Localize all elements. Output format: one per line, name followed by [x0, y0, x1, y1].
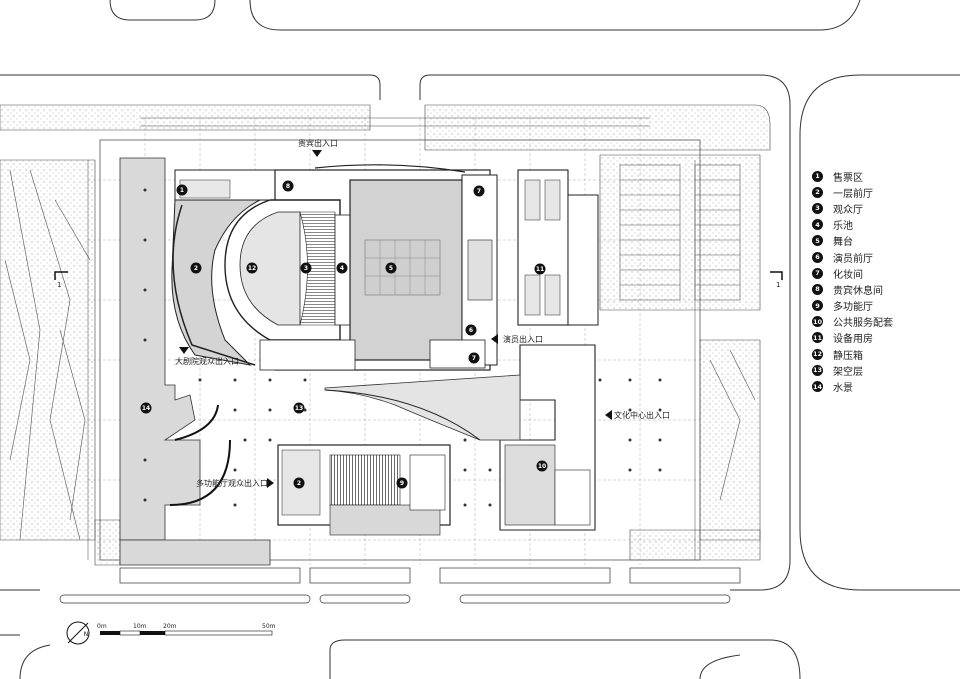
legend-item: 5 舞台	[812, 233, 952, 249]
legend-label: 化妆间	[833, 269, 863, 281]
legend-item: 1 售票区	[812, 168, 952, 184]
legend-label: 架空层	[833, 366, 863, 378]
legend-number-badge: 1	[812, 170, 823, 182]
plaza-curves	[169, 404, 231, 506]
north-label: N	[84, 631, 89, 638]
entrance-arrows	[179, 150, 612, 488]
marker-1: 1	[180, 187, 184, 194]
legend-number-badge: 4	[812, 219, 823, 231]
legend-label: 演员前厅	[833, 253, 873, 265]
legend-label: 水景	[833, 383, 853, 395]
legend-number-badge: 11	[812, 332, 823, 344]
legend-number-badge: 2	[812, 186, 823, 198]
marker-8: 8	[286, 183, 290, 190]
marker-10: 10	[538, 463, 546, 470]
public-service-building	[499, 344, 596, 531]
culture-center-entrance-label: 文化中心出入口	[614, 411, 670, 420]
legend-item: 2 一层前厅	[812, 184, 952, 200]
legend-label: 观众厅	[833, 204, 863, 216]
scale-10: 10m	[133, 623, 147, 630]
marker-2b: 2	[297, 480, 301, 487]
legend-number-badge: 12	[812, 348, 823, 360]
legend-number-badge: 13	[812, 364, 823, 376]
legend-item: 9 多功能厅	[812, 298, 952, 314]
elevated-floor	[324, 374, 521, 441]
foyer-curve	[172, 204, 256, 366]
equipment-building	[517, 169, 599, 326]
performer-entrance-label: 演员出入口	[503, 335, 543, 344]
marker-13: 13	[295, 405, 303, 412]
legend-label: 多功能厅	[833, 302, 873, 314]
bottom-street-blocks	[59, 567, 741, 604]
marker-11: 11	[536, 266, 544, 273]
landscape-paths	[4, 169, 756, 541]
legend-number-badge: 9	[812, 300, 823, 312]
legend-label: 静压箱	[833, 350, 863, 362]
legend-label: 一层前厅	[833, 188, 873, 200]
legend-number-badge: 10	[812, 316, 823, 328]
legend-item: 3 观众厅	[812, 200, 952, 216]
marker-2: 2	[194, 265, 198, 272]
legend-label: 公共服务配套	[833, 318, 893, 330]
marker-3: 3	[304, 265, 308, 272]
legend-item: 6 演员前厅	[812, 249, 952, 265]
legend-number-badge: 6	[812, 251, 823, 263]
marker-7a: 7	[477, 188, 481, 195]
legend-label: 舞台	[833, 237, 853, 249]
legend-number-badge: 7	[812, 267, 823, 279]
legend-item: 11 设备用房	[812, 330, 952, 346]
marker-14: 14	[142, 405, 150, 412]
marker-4: 4	[340, 265, 344, 272]
vip-entrance-label: 贵宾出入口	[298, 139, 338, 148]
marker-9: 9	[400, 480, 404, 487]
legend-number-badge: 5	[812, 235, 823, 247]
marker-12: 12	[248, 265, 256, 272]
legend-item: 12 静压箱	[812, 346, 952, 362]
legend-number-badge: 14	[812, 381, 823, 393]
legend-label: 设备用房	[833, 334, 873, 346]
multi-function-hall	[277, 444, 451, 536]
legend-item: 7 化妆间	[812, 265, 952, 281]
section-markers	[54, 271, 783, 280]
scale-20: 20m	[163, 623, 177, 630]
legend-item: 10 公共服务配套	[812, 314, 952, 330]
plaza-columns	[143, 188, 662, 507]
plan-markers	[140, 180, 548, 489]
legend-label: 乐池	[833, 221, 853, 233]
legend-number-badge: 3	[812, 202, 823, 214]
marker-7b: 7	[472, 355, 476, 362]
dimension-line	[87, 117, 696, 560]
legend-item: 8 贵宾休息间	[812, 281, 952, 297]
multi-hall-audience-entrance-label: 多功能厅观众出入口	[196, 479, 268, 488]
water-feature-platform	[119, 157, 271, 566]
vip-entry-canopy	[314, 164, 466, 173]
plaza-boundary	[99, 139, 701, 561]
marker-5: 5	[389, 265, 393, 272]
marker-6: 6	[469, 327, 473, 334]
scale-0: 0m	[97, 623, 107, 630]
legend-item: 14 水景	[812, 378, 952, 394]
legend-label: 贵宾休息间	[833, 285, 883, 297]
section-label-right: 1	[776, 281, 781, 289]
section-label-left: 1	[57, 281, 62, 289]
legend-item: 4 乐池	[812, 217, 952, 233]
legend-label: 售票区	[833, 172, 863, 184]
theater-audience-entrance-label: 大剧院观众出入口	[175, 357, 239, 366]
legend-number-badge: 8	[812, 283, 823, 295]
scale-50: 50m	[262, 623, 276, 630]
scale-bar	[66, 621, 273, 645]
legend-item: 13 架空层	[812, 362, 952, 378]
